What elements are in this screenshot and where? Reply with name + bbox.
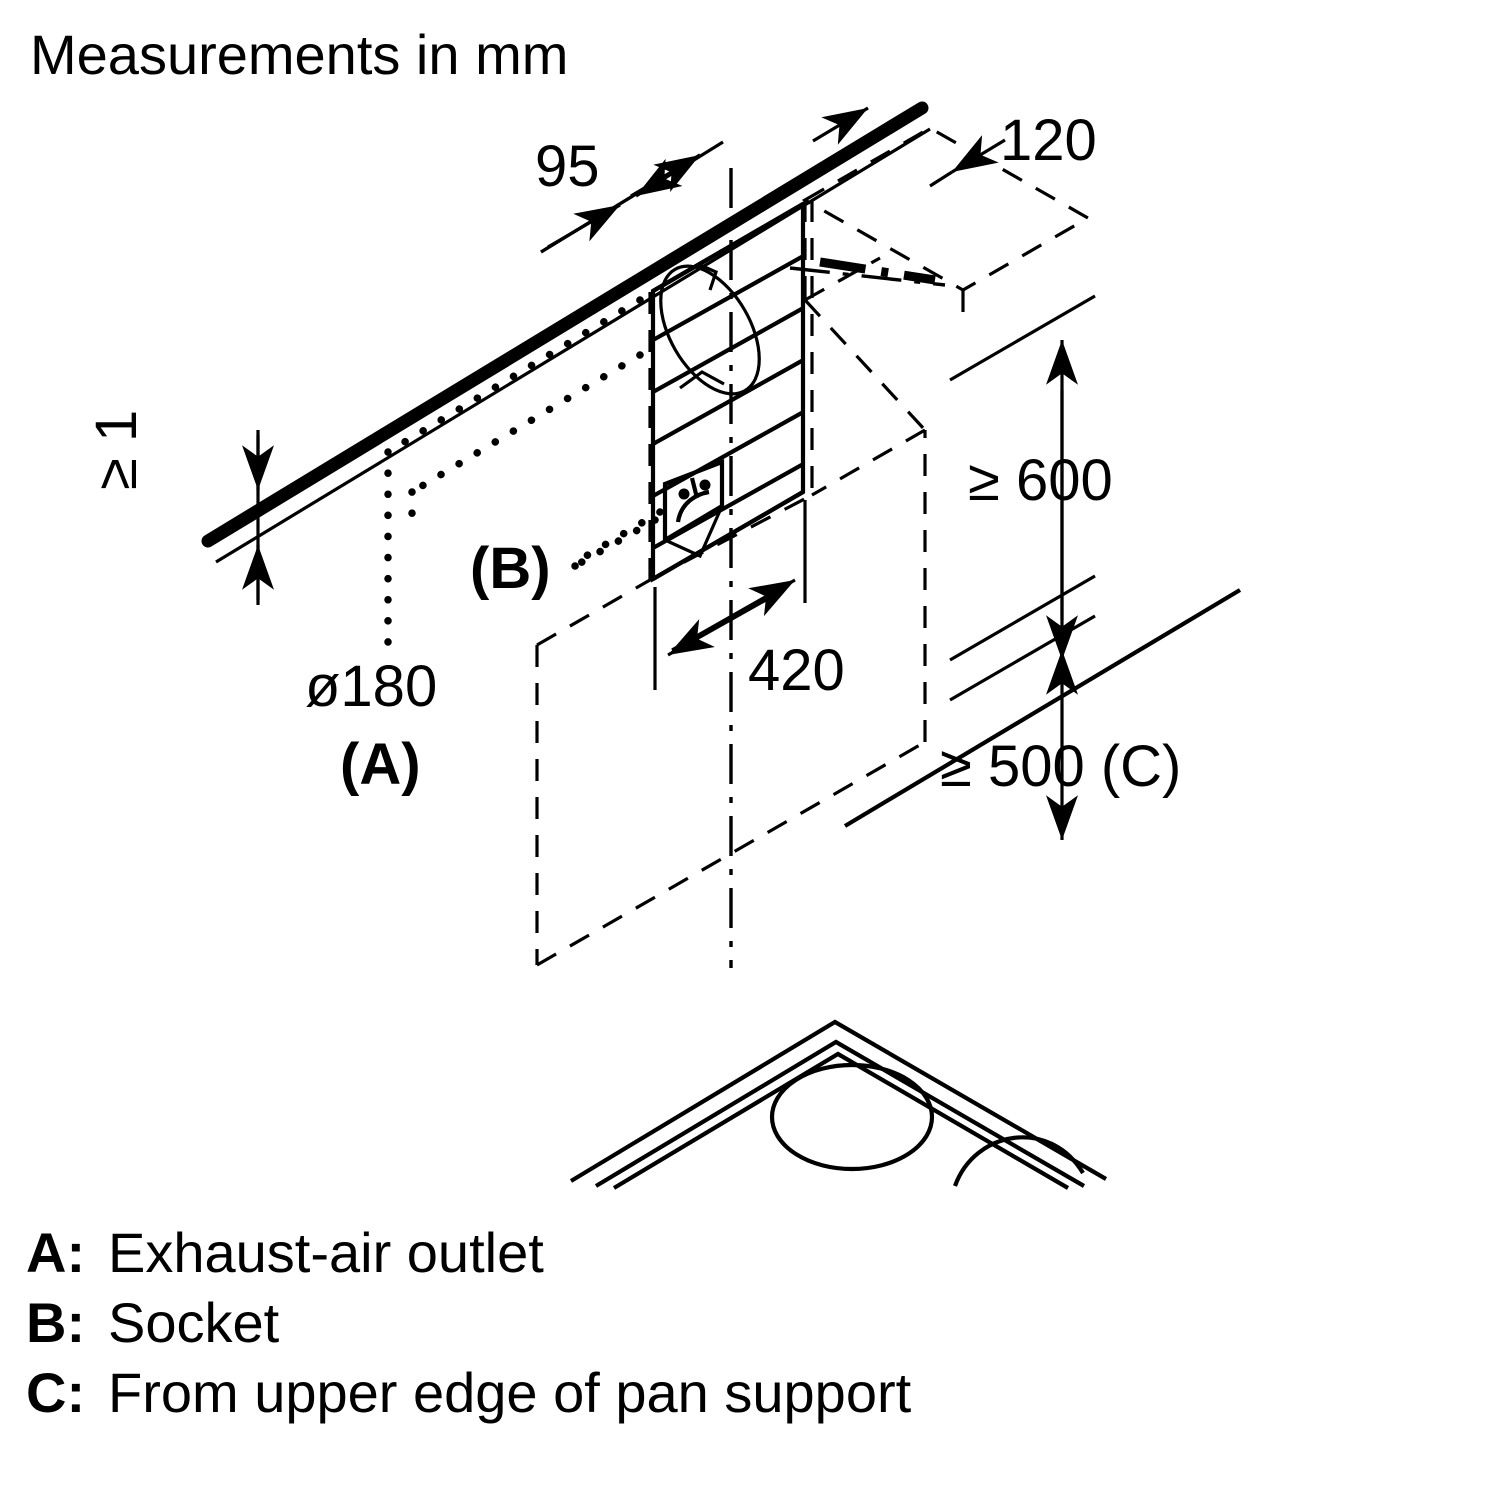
legend-text-b: Socket [108, 1291, 280, 1354]
dimension-label-420: 420 [748, 638, 845, 703]
page-title: Measurements in mm [30, 23, 568, 86]
legend-text-a: Exhaust-air outlet [108, 1221, 544, 1284]
dimension-label-min-500-c: ≥ 500 (C) [940, 734, 1181, 799]
legend-text-c: From upper edge of pan support [108, 1361, 912, 1424]
legend-key-c: C: [26, 1361, 85, 1424]
legend-key-a: A: [26, 1221, 85, 1284]
legend-key-b: B: [26, 1291, 85, 1354]
dimension-label-120: 120 [1000, 108, 1097, 173]
burner-small [953, 1135, 1085, 1187]
socket-symbol [662, 458, 725, 559]
dimension-label-diameter-180: ø180 [305, 654, 437, 719]
dimension-95 [540, 140, 724, 254]
wall-section-hatched [650, 200, 806, 583]
dotted-leaders [384, 296, 664, 664]
ceiling-line [201, 101, 931, 564]
hood-outline-dashed [535, 126, 1092, 967]
dimension-label-min-1: ≥ 1 [84, 410, 149, 490]
burner-large [769, 1062, 935, 1172]
hob-cooktop [569, 588, 1242, 1190]
dimension-120 [812, 106, 1006, 188]
callout-label-a: (A) [340, 732, 421, 797]
exhaust-air-outlet-symbol [659, 263, 761, 396]
dimension-label-95: 95 [535, 134, 600, 199]
callout-label-b: (B) [470, 536, 551, 601]
dimension-min-600 [949, 294, 1096, 662]
dimension-420 [653, 500, 807, 690]
dimension-min-500 [949, 614, 1096, 840]
dimension-label-min-600: ≥ 600 [968, 448, 1113, 513]
centerlines [729, 168, 946, 968]
